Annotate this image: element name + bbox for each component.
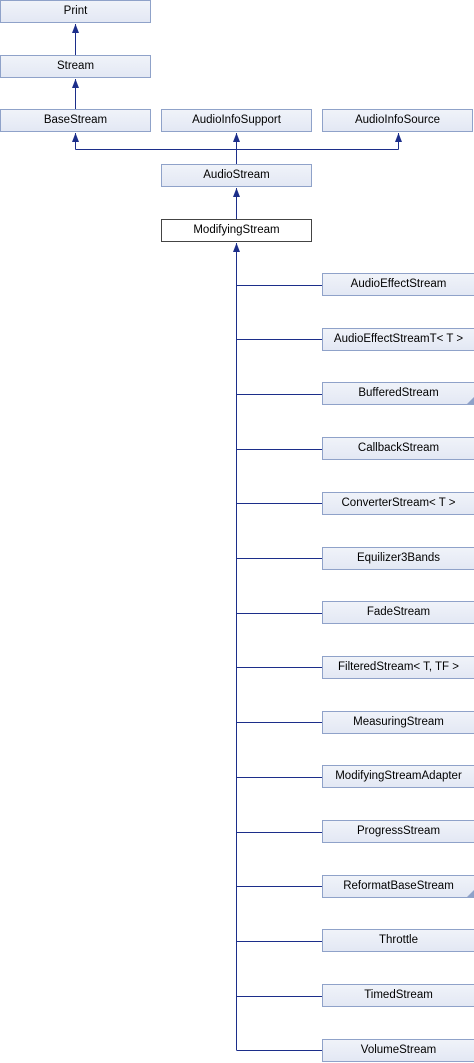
- class-node-audio-stream[interactable]: AudioStream: [161, 164, 312, 187]
- inheritance-arrowhead-stream: [72, 79, 79, 88]
- class-node-converter-stream[interactable]: ConverterStream< T >: [322, 492, 474, 515]
- class-node-audio-effect-stream-t[interactable]: AudioEffectStreamT< T >: [322, 328, 474, 351]
- class-node-throttle[interactable]: Throttle: [322, 929, 474, 952]
- class-node-print[interactable]: Print: [0, 0, 151, 23]
- class-node-audio-info-support[interactable]: AudioInfoSupport: [161, 109, 312, 132]
- class-node-fade-stream[interactable]: FadeStream: [322, 601, 474, 624]
- class-node-callback-stream[interactable]: CallbackStream: [322, 437, 474, 460]
- inheritance-arrowhead-audio-info-source: [395, 133, 402, 142]
- class-node-base-stream[interactable]: BaseStream: [0, 109, 151, 132]
- class-node-audio-info-source[interactable]: AudioInfoSource: [322, 109, 473, 132]
- class-node-modifying-stream-adapter[interactable]: ModifyingStreamAdapter: [322, 765, 474, 788]
- class-node-stream[interactable]: Stream: [0, 55, 151, 78]
- class-node-progress-stream[interactable]: ProgressStream: [322, 820, 474, 843]
- inheritance-arrowhead-audio-stream: [233, 188, 240, 197]
- class-node-volume-stream[interactable]: VolumeStream: [322, 1039, 474, 1062]
- inheritance-arrowhead-print: [72, 24, 79, 33]
- class-node-measuring-stream[interactable]: MeasuringStream: [322, 711, 474, 734]
- inheritance-arrowhead-modifying-stream: [233, 243, 240, 252]
- more-subclasses-indicator: [467, 397, 474, 404]
- class-node-audio-effect-stream[interactable]: AudioEffectStream: [322, 273, 474, 296]
- class-node-modifying-stream: ModifyingStream: [161, 219, 312, 242]
- inheritance-arrowhead-base-stream: [72, 133, 79, 142]
- class-node-filtered-stream[interactable]: FilteredStream< T, TF >: [322, 656, 474, 679]
- more-subclasses-indicator: [467, 890, 474, 897]
- class-node-equalizer3-bands[interactable]: Equilizer3Bands: [322, 547, 474, 570]
- class-node-timed-stream[interactable]: TimedStream: [322, 984, 474, 1007]
- class-node-buffered-stream[interactable]: BufferedStream: [322, 382, 474, 405]
- inheritance-arrowhead-audio-info-support: [233, 133, 240, 142]
- class-node-reformat-base-stream[interactable]: ReformatBaseStream: [322, 875, 474, 898]
